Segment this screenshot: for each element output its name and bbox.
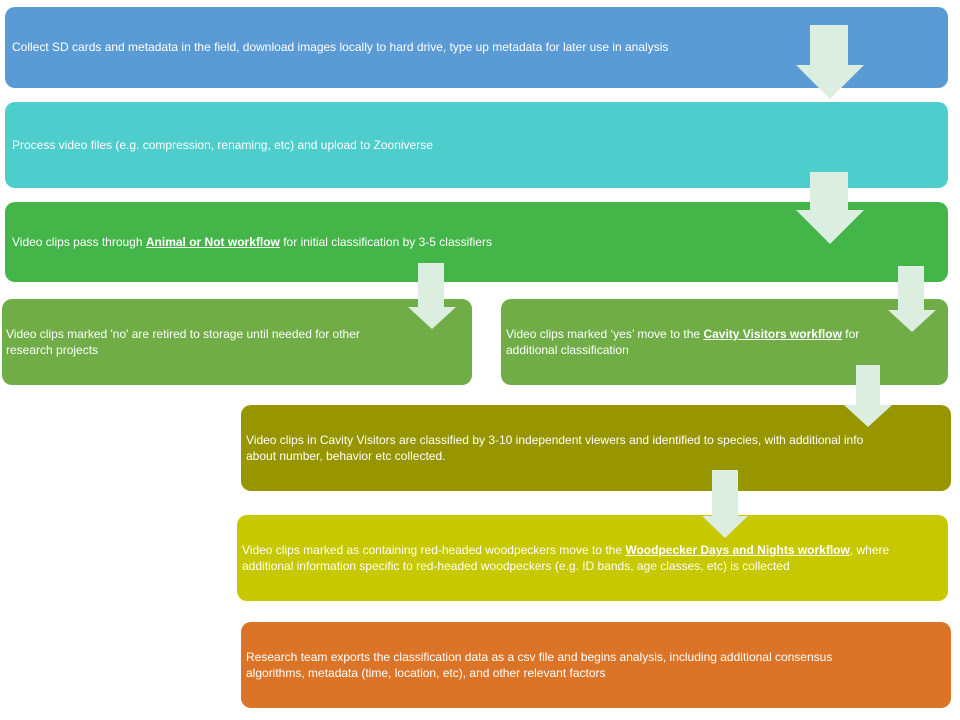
- step-woodpecker-text: Video clips marked as containing red-hea…: [242, 542, 892, 574]
- step-collect-box: Collect SD cards and metadata in the fie…: [5, 7, 948, 88]
- down-arrow-icon: [888, 266, 936, 332]
- animal-or-not-workflow-link[interactable]: Animal or Not workflow: [145, 235, 280, 249]
- step-marked-yes-text: Video clips marked ‘yes’ move to the Cav…: [506, 326, 896, 358]
- step-cavity-visitors-text: Video clips in Cavity Visitors are class…: [246, 433, 864, 463]
- step-export-box: Research team exports the classification…: [241, 622, 951, 708]
- animal-or-not-pre: Video clips pass through: [12, 235, 146, 249]
- step-cavity-visitors-box: Video clips in Cavity Visitors are class…: [241, 405, 951, 491]
- marked-yes-post: for additional classification: [506, 327, 860, 357]
- woodpecker-days-nights-workflow-link[interactable]: Woodpecker Days and Nights workflow: [625, 543, 850, 557]
- down-arrow-icon: [796, 172, 864, 244]
- down-arrow-icon: [796, 25, 864, 99]
- step-marked-no-text: Video clips marked 'no' are retired to s…: [6, 327, 360, 357]
- step-woodpecker-box: Video clips marked as containing red-hea…: [237, 515, 948, 601]
- step-export-text: Research team exports the classification…: [246, 650, 833, 680]
- down-arrow-icon: [844, 365, 892, 427]
- woodpecker-pre: Video clips marked as containing red-hea…: [242, 543, 626, 557]
- woodpecker-post: , where additional information specific …: [242, 543, 890, 573]
- down-arrow-icon: [408, 263, 456, 329]
- animal-or-not-post: for initial classification by 3-5 classi…: [279, 235, 492, 249]
- step-marked-no-box: Video clips marked 'no' are retired to s…: [2, 299, 472, 385]
- cavity-visitors-workflow-link[interactable]: Cavity Visitors workflow: [703, 327, 842, 341]
- step-process-text: Process video files (e.g. compression, r…: [12, 138, 433, 152]
- marked-yes-pre: Video clips marked ‘yes’ move to the: [506, 327, 704, 341]
- down-arrow-icon: [702, 470, 748, 538]
- step-animal-or-not-text: Video clips pass through Animal or Not w…: [12, 234, 492, 250]
- step-process-box: Process video files (e.g. compression, r…: [5, 102, 948, 188]
- step-collect-text: Collect SD cards and metadata in the fie…: [12, 40, 669, 54]
- step-animal-or-not-box: Video clips pass through Animal or Not w…: [5, 202, 948, 282]
